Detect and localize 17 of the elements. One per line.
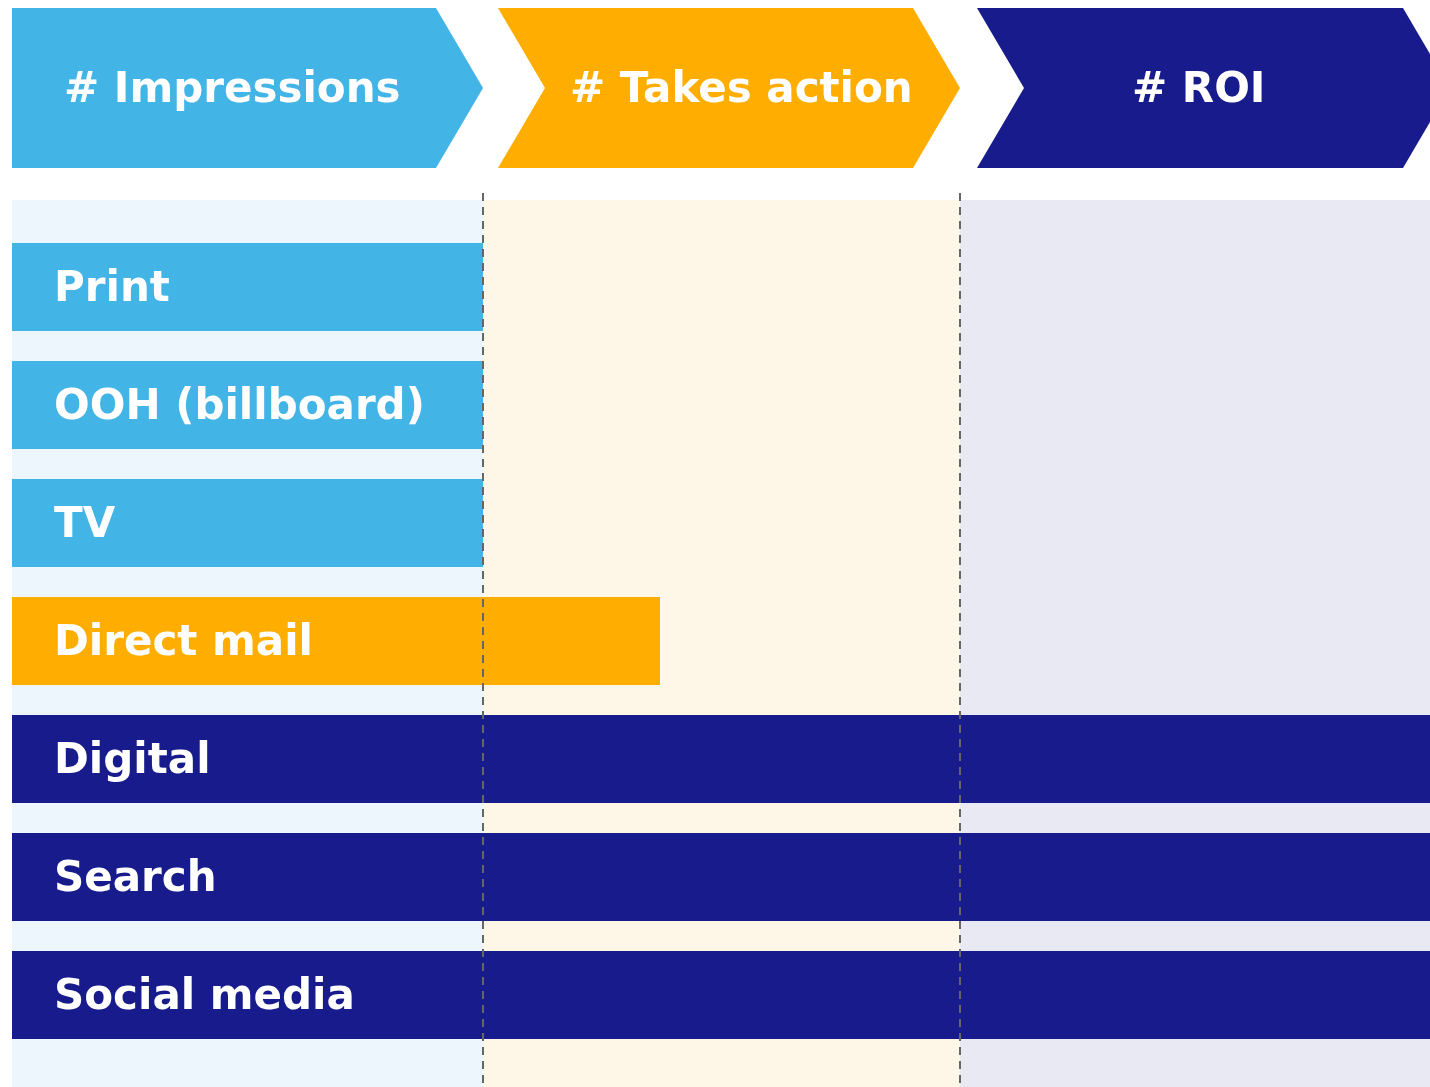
channel-bar [12, 833, 1430, 921]
stage-label: # Takes action [570, 62, 913, 114]
channel-label: Digital [54, 733, 211, 785]
channel-bar [12, 361, 483, 449]
channel-bar [12, 951, 1430, 1039]
channel-bar [12, 597, 660, 685]
channel-bar [12, 715, 1430, 803]
channel-bar [12, 243, 483, 331]
channel-label: Search [54, 851, 217, 903]
channel-label: OOH (billboard) [54, 379, 425, 431]
channel-label: Direct mail [54, 615, 313, 667]
stage-label: # ROI [1132, 62, 1266, 114]
channel-label: Print [54, 261, 170, 313]
stage-label: # Impressions [64, 62, 401, 114]
channel-label: TV [54, 497, 116, 549]
channel-label: Social media [54, 969, 355, 1021]
channel-bar [12, 479, 483, 567]
